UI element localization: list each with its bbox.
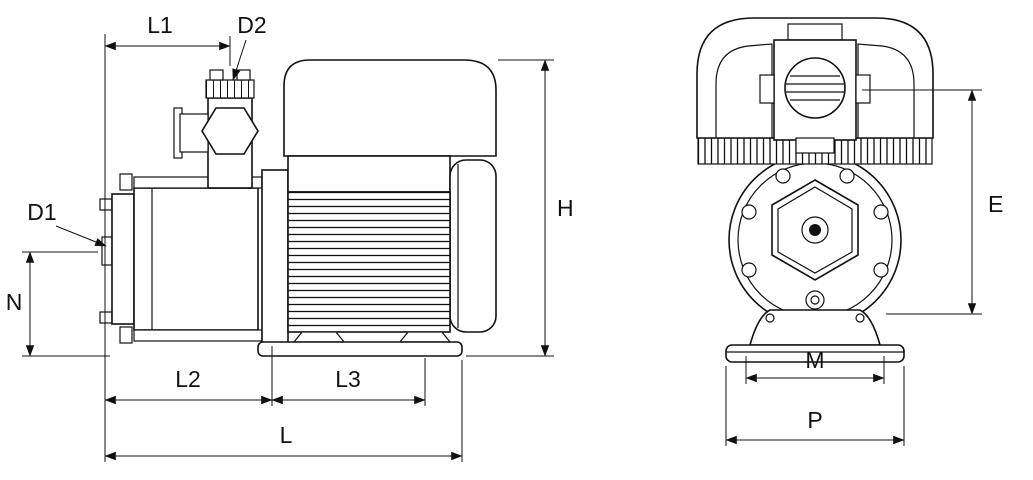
foot-left [292,331,346,343]
drain-plug [805,290,825,310]
threaded-cap [205,79,255,99]
foot-right [398,331,452,343]
bolt-circle [741,262,757,278]
dimension-h: H [466,59,574,357]
base-plate [257,341,463,357]
dim-label-m: M [805,347,824,373]
dim-label-p: P [807,407,822,433]
tie-rod-bottom [133,329,263,342]
bolt-circle [873,262,889,278]
pump-stack [133,187,259,331]
dimension-l: L [104,360,463,462]
dimension-d2: D2 [232,12,267,81]
hex-inner [777,186,853,274]
stand [748,309,882,346]
base-feet [257,331,463,357]
dim-label-h: H [557,195,574,221]
tie-rod-nut-top [119,173,133,191]
control-cover [283,59,497,157]
dimension-d1: D1 [27,199,107,247]
front-view: E M P [696,17,1003,446]
stand-bolt-left [765,313,775,323]
motor-assembly [283,59,497,333]
hex-union [201,107,259,155]
motor-adapter [261,169,289,345]
sight-glass [784,57,846,119]
stand-bolt-right [855,313,865,323]
terminal-ear-right [855,74,871,104]
suction-bolt-top [99,198,113,211]
motor-fins [287,191,451,333]
dimension-n: N [6,251,110,357]
dim-label-e: E [988,191,1003,217]
cover-window-right [857,43,915,138]
dimension-p: P [725,366,905,446]
side-view: L1 D2 D1 N [6,12,574,462]
drain-plug-inner [810,295,820,305]
bolt-circle [741,204,757,220]
suction-bolt-bottom [99,311,113,324]
dim-label-d2: D2 [237,12,266,38]
dimension-m: M [745,347,885,384]
pump-head [99,169,289,345]
cover-front [696,17,934,154]
suction-flange [111,193,135,325]
terminal-ear-left [759,74,775,104]
dim-label-l1: L1 [147,12,173,38]
dim-label-l3: L3 [335,366,361,392]
bolt-circle [839,168,855,184]
dimension-l1: L1 [104,12,231,462]
hex-boss [771,179,859,310]
cover-bottom-boss [795,137,835,154]
dim-label-l: L [280,422,293,448]
center-dot [809,224,821,236]
cover-window-left [715,43,773,138]
bolt-circle [775,168,791,184]
sight-glass-grille [786,75,844,101]
base-plate-front [725,344,905,363]
dim-label-n: N [6,289,23,315]
cap-nub-right [236,69,251,81]
discharge-port [173,69,259,189]
base-front [725,309,905,363]
tie-rod-nut-bottom [119,326,133,344]
dim-label-l2: L2 [175,366,201,392]
dim-label-d1: D1 [27,199,56,225]
motor-frame-top [287,155,451,193]
flange-bolts [741,168,889,278]
cover-top-boss [787,23,843,41]
dimension-l2-l3: L2 L3 [104,346,426,406]
dimension-e: E [862,89,1003,315]
motor-end-cap [449,159,497,333]
cap-nub-left [209,69,224,81]
suction-port [101,236,113,266]
bolt-circle [873,204,889,220]
